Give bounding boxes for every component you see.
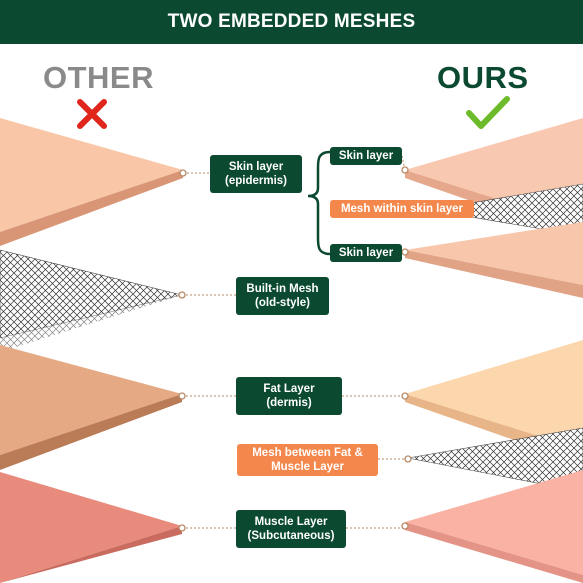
ours-muscle-layer bbox=[405, 470, 583, 583]
label-skin-layer-top: Skin layer bbox=[330, 147, 402, 165]
label-skin-layer-epidermis: Skin layer (epidermis) bbox=[210, 155, 302, 193]
label-fat-layer: Fat Layer (dermis) bbox=[236, 377, 342, 415]
page-title: TWO EMBEDDED MESHES bbox=[0, 0, 583, 44]
label-mesh-between: Mesh between Fat & Muscle Layer bbox=[237, 444, 378, 476]
other-skin-layer bbox=[0, 118, 183, 246]
cross-icon bbox=[77, 99, 107, 129]
connector-dots bbox=[178, 166, 412, 532]
label-mesh-within-skin: Mesh within skin layer bbox=[330, 200, 474, 218]
check-icon bbox=[466, 96, 510, 129]
curly-brace bbox=[307, 150, 331, 256]
other-builtin-mesh bbox=[0, 249, 183, 352]
label-skin-layer-bottom: Skin layer bbox=[330, 244, 402, 262]
other-title: OTHER bbox=[43, 60, 154, 95]
ours-mesh-between bbox=[407, 427, 583, 493]
connector-lines bbox=[182, 155, 408, 529]
label-built-in-mesh: Built-in Mesh (old-style) bbox=[236, 277, 329, 315]
ours-title: OURS bbox=[437, 60, 529, 95]
other-muscle-layer bbox=[0, 472, 182, 583]
other-fat-layer bbox=[0, 345, 182, 470]
ours-mesh-within-skin bbox=[429, 183, 583, 237]
label-muscle-layer: Muscle Layer (Subcutaneous) bbox=[236, 510, 346, 548]
ours-bottom-skin-layer bbox=[405, 222, 583, 298]
